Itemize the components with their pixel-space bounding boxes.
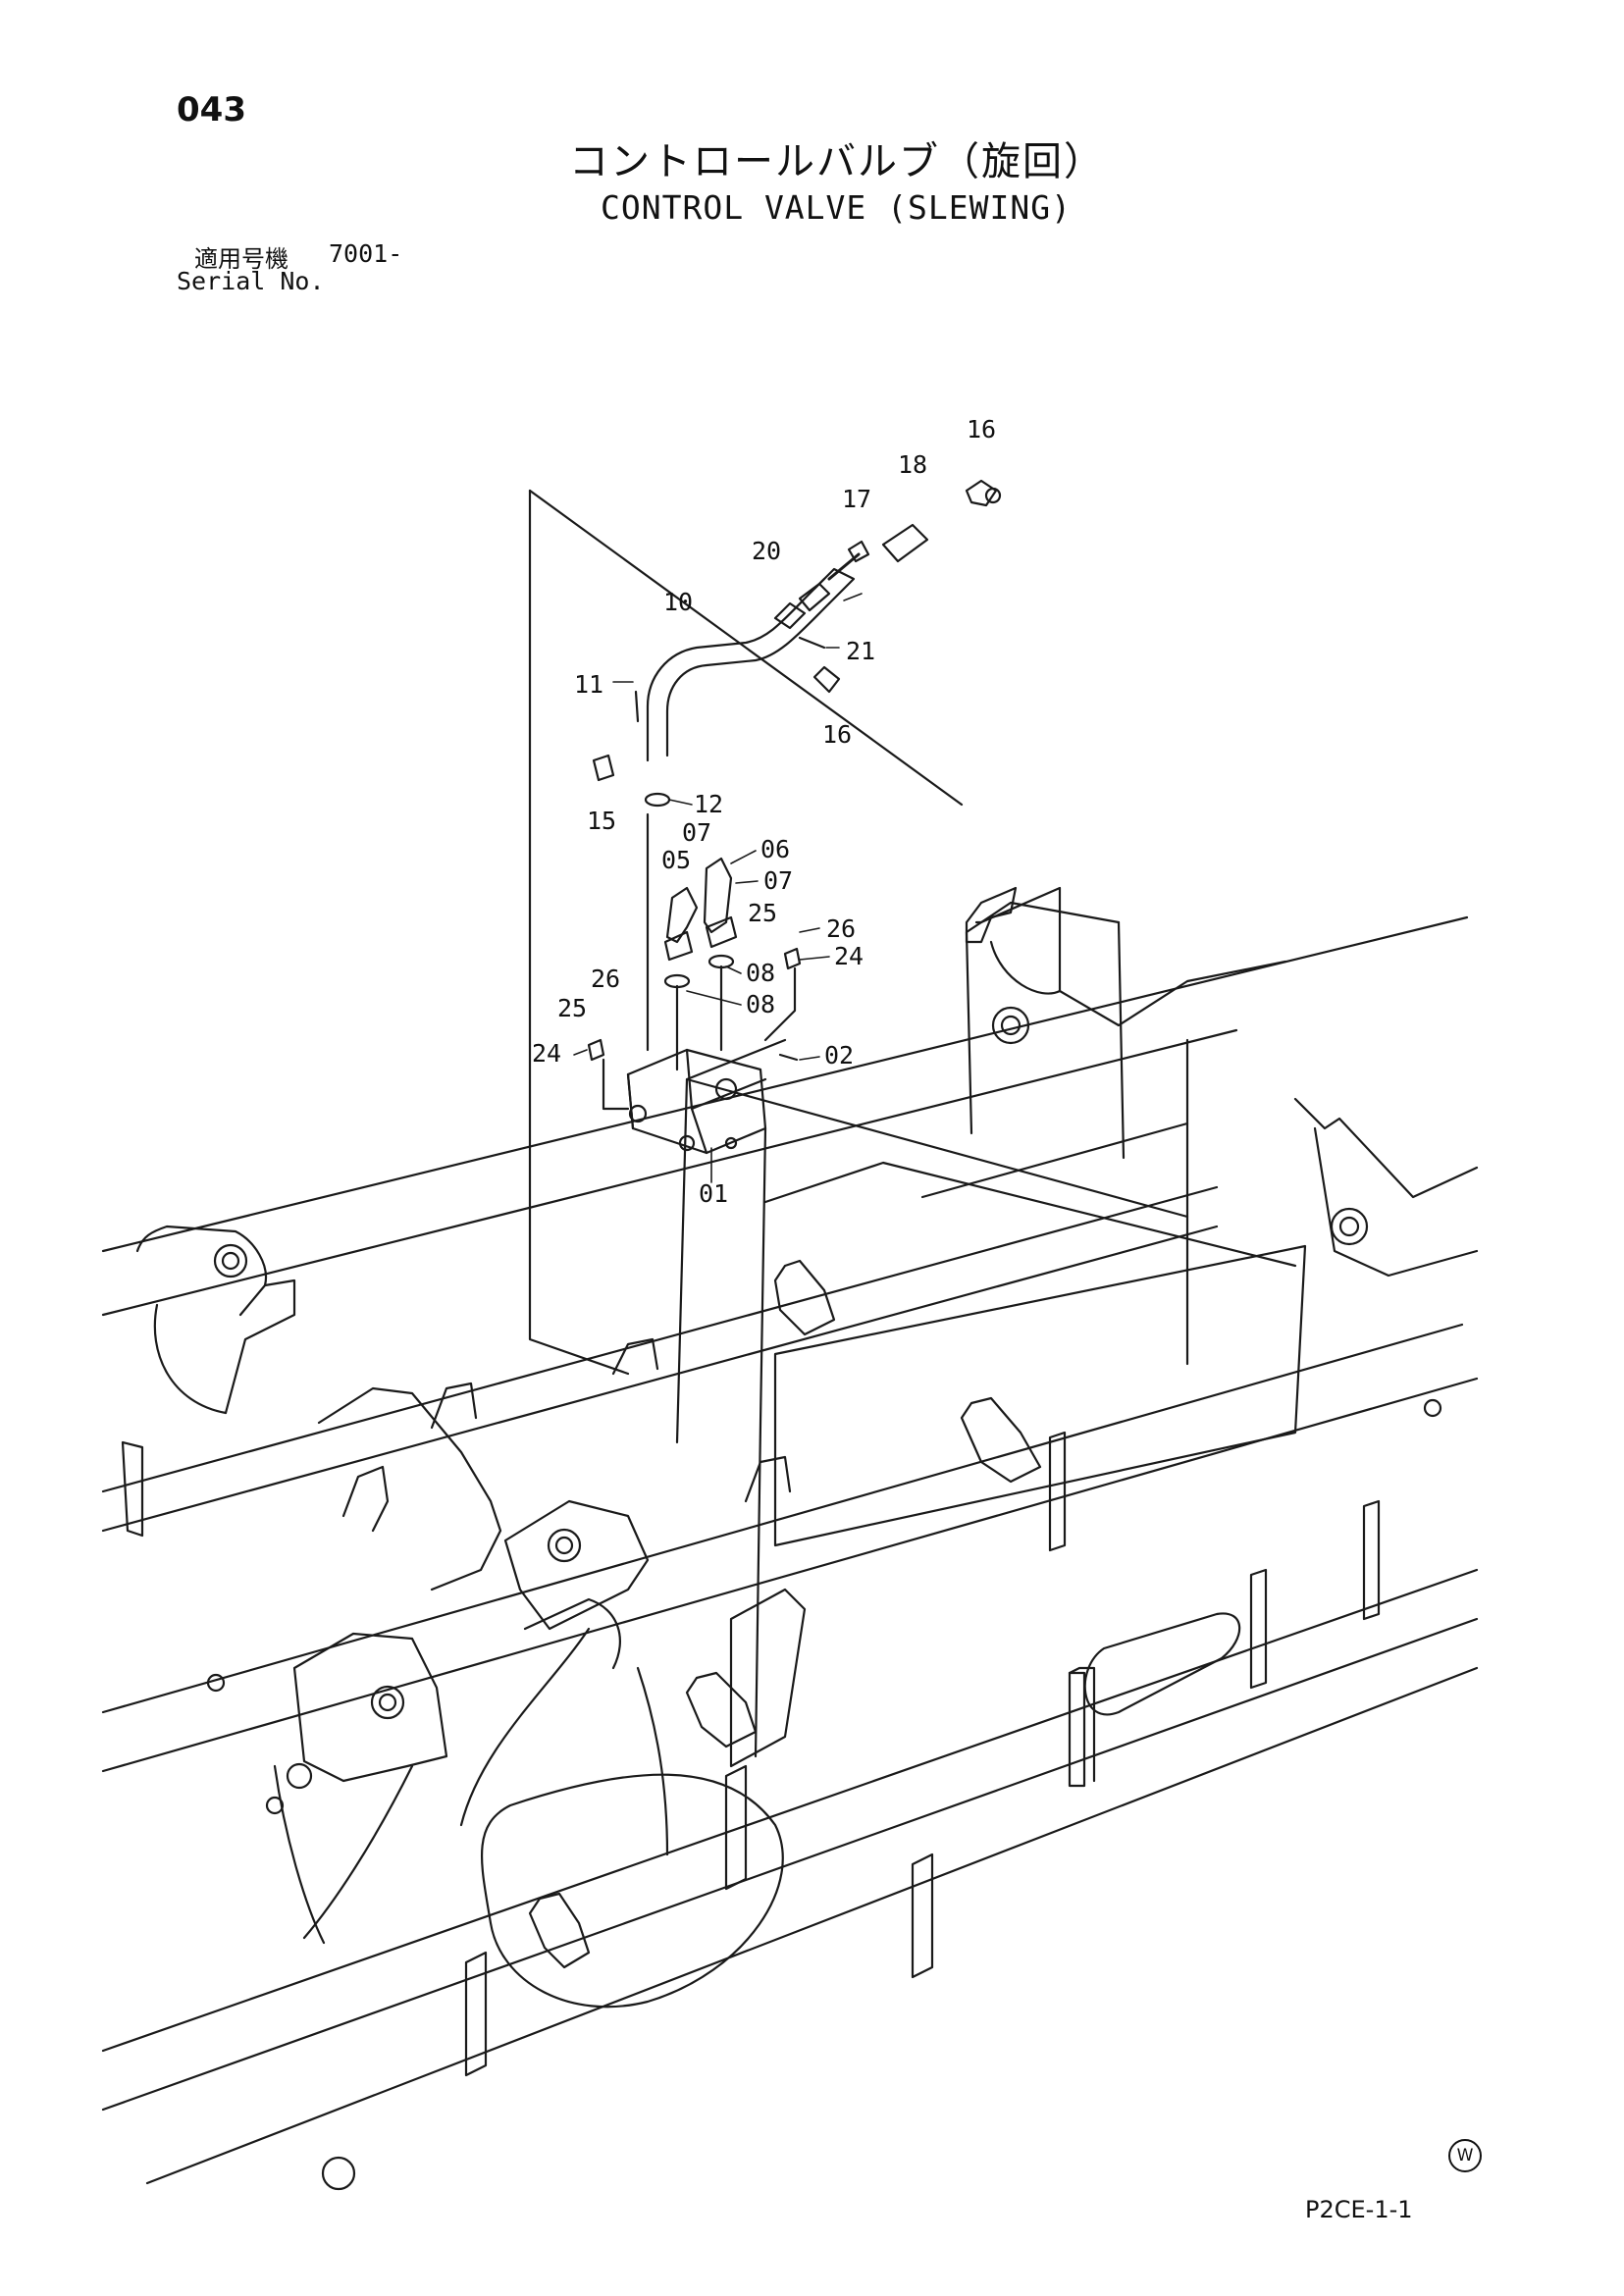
callout-label: 25 <box>557 994 587 1022</box>
callout-label: 17 <box>842 485 871 513</box>
callout-label: 25 <box>748 899 777 927</box>
callout-label: 26 <box>826 914 856 943</box>
serial-value: 7001- <box>329 239 403 268</box>
callout-label: 11 <box>574 670 603 699</box>
callout-label: 20 <box>752 537 781 565</box>
callout-label: 06 <box>760 835 790 863</box>
callout-leaders <box>573 593 863 1183</box>
callout-label: 15 <box>587 807 616 835</box>
callout-label: 24 <box>834 942 864 970</box>
callout-label: 07 <box>682 818 711 847</box>
page-title-japanese: コントロールバルブ（旋回） <box>569 139 1105 184</box>
callout-label: 01 <box>699 1179 728 1208</box>
control-valve-assembly <box>587 479 1002 1758</box>
callout-label: 05 <box>661 846 691 874</box>
callout-label: 21 <box>846 637 875 665</box>
corner-mark-w: W <box>1448 2139 1482 2172</box>
drawing-code: P2CE-1-1 <box>1305 2196 1413 2223</box>
callout-label: 10 <box>663 588 693 616</box>
page-title-english: CONTROL VALVE (SLEWING) <box>601 188 1072 227</box>
page-number: 043 <box>177 90 246 130</box>
callout-label: 02 <box>824 1041 854 1070</box>
callout-labels: 16 18 17 20 10 21 11 16 15 12 07 06 05 0… <box>532 415 996 1208</box>
serial-label-japanese: 適用号機 <box>194 245 288 273</box>
callout-label: 08 <box>746 990 775 1018</box>
callout-label: 07 <box>763 866 793 895</box>
callout-label: 16 <box>967 415 996 444</box>
frame-structure <box>101 489 1479 2191</box>
callout-label: 12 <box>694 790 723 818</box>
callout-label: 16 <box>822 720 852 749</box>
callout-label: 24 <box>532 1039 561 1068</box>
callout-label: 08 <box>746 959 775 987</box>
serial-label-english: Serial No. <box>177 267 325 295</box>
callout-label: 26 <box>591 965 620 993</box>
callout-label: 18 <box>898 450 927 479</box>
